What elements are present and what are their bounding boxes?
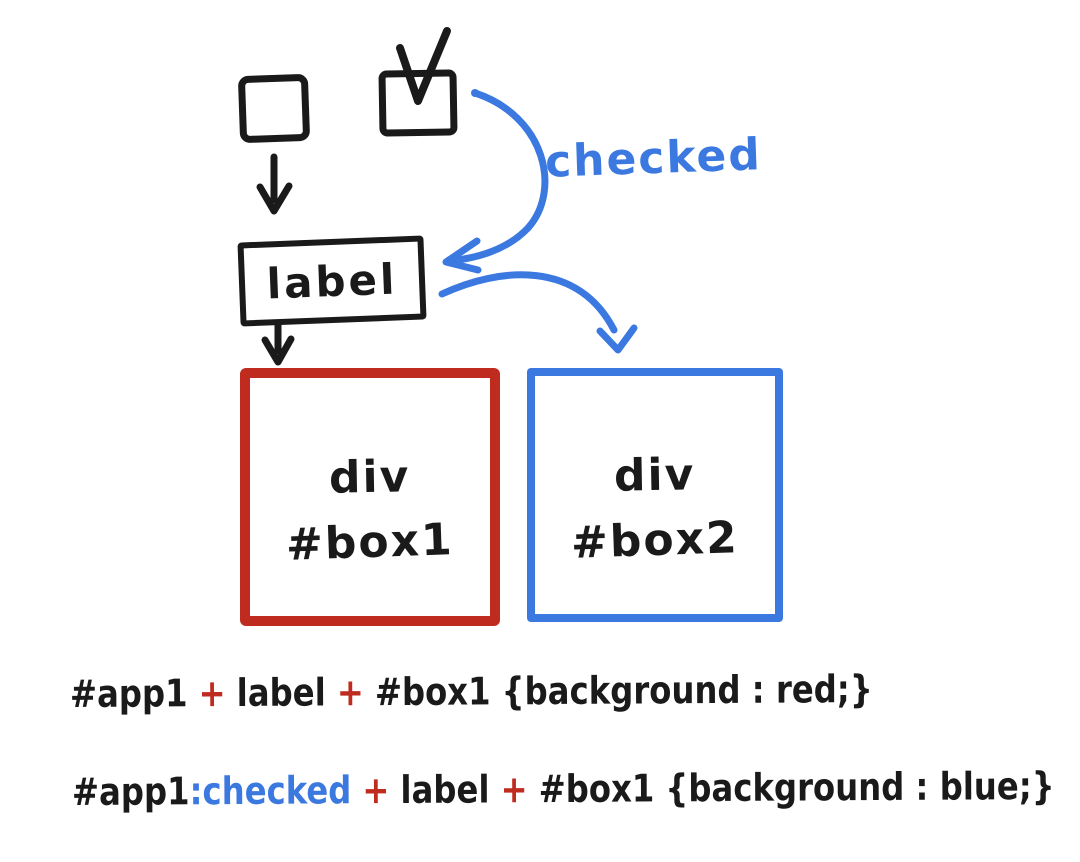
selector-segment: + — [500, 767, 528, 812]
box2-tag: div — [613, 449, 697, 502]
selector-segment: {background : red;} — [501, 667, 873, 714]
selector-segment: #box1 — [374, 669, 491, 715]
arrow-label-to-box1-icon — [261, 321, 295, 366]
selector-segment: :checked — [189, 768, 352, 814]
checkbox-unchecked — [237, 73, 311, 144]
css-rule-2: #app1:checked+label+#box1{background : b… — [72, 764, 1055, 814]
label-box: label — [237, 235, 427, 327]
selector-segment: #app1 — [71, 769, 190, 814]
selector-segment: + — [336, 670, 364, 715]
box1: div #box1 — [240, 368, 500, 626]
selector-segment: {background : blue;} — [665, 763, 1055, 811]
box1-id: #box1 — [285, 514, 455, 571]
selector-segment: + — [198, 671, 226, 716]
selector-segment: label — [236, 670, 326, 715]
checkbox-checked — [378, 69, 458, 137]
selector-segment: #app1 — [69, 671, 188, 716]
box2: div #box2 — [527, 368, 783, 622]
checked-annotation: checked — [544, 129, 763, 188]
selector-segment: label — [400, 767, 490, 812]
arrow-unchecked-to-label-icon — [256, 153, 293, 215]
arrow-checked-to-label-icon — [442, 89, 549, 274]
css-rule-1: #app1+label+#box1{background : red;} — [70, 667, 873, 716]
label-text: label — [265, 254, 399, 308]
arrow-label-to-box2-icon — [438, 271, 638, 354]
selector-segment: #box1 — [538, 766, 655, 812]
selector-segment: + — [362, 768, 390, 813]
box1-tag: div — [328, 451, 412, 504]
box2-id: #box2 — [570, 512, 740, 569]
